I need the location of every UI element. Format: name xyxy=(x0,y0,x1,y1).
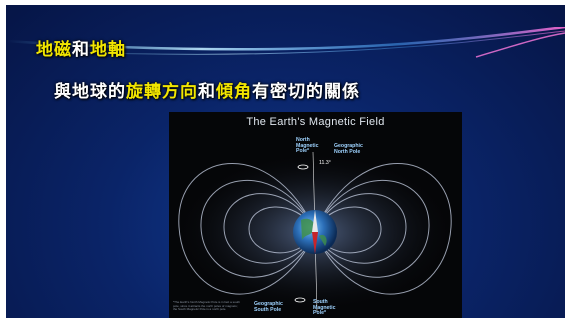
light-streak-decoration xyxy=(6,27,565,58)
tilt-angle-label: 11.3° xyxy=(319,160,331,166)
figure-title: The Earth's Magnetic Field xyxy=(246,116,385,128)
headline-line-1: 地磁和地軸 xyxy=(36,35,126,60)
headline-line-2: 與地球的旋轉方向和傾角有密切的關係 xyxy=(54,77,360,102)
headline-connector: 和 xyxy=(72,40,90,60)
headline-term-geomagnetism: 地磁 xyxy=(36,40,72,60)
headline-text-end: 有密切的關係 xyxy=(252,82,360,102)
headline-term-rotation: 旋轉方向 xyxy=(126,82,198,102)
headline-term-tilt: 傾角 xyxy=(216,82,252,102)
headline-text: 與地球的 xyxy=(54,82,126,102)
slide: 地磁和地軸 與地球的旋轉方向和傾角有密切的關係 xyxy=(6,5,565,318)
figure-caption: *The Earth's North Magnetic Pole is in f… xyxy=(173,300,240,312)
headline-term-earth-axis: 地軸 xyxy=(90,40,126,60)
headline-connector-2: 和 xyxy=(198,82,216,102)
field-lines-diagram xyxy=(175,151,455,313)
